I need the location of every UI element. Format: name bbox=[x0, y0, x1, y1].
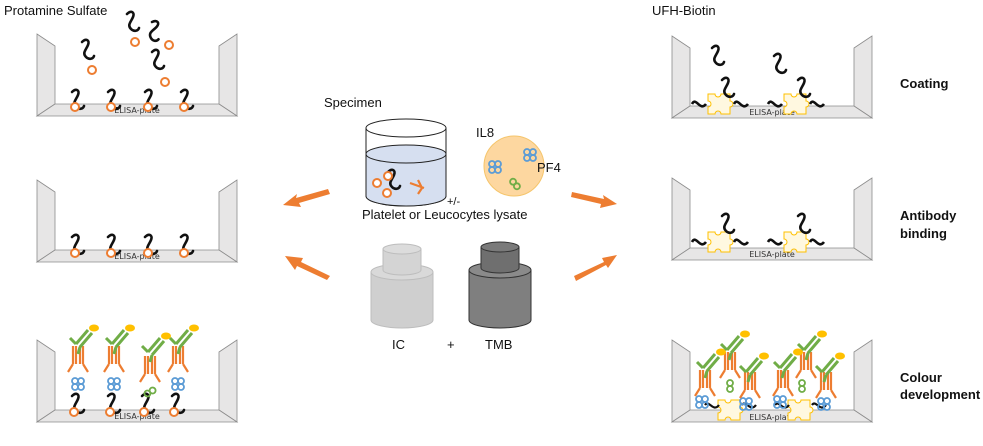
plate-label: ELISA-plate bbox=[749, 108, 795, 117]
tmb-bottle bbox=[468, 241, 532, 329]
antibody-binding-complex bbox=[690, 212, 826, 253]
step-coating: Coating bbox=[900, 76, 948, 91]
specimen-label: Specimen bbox=[324, 95, 382, 110]
tmb-label: TMB bbox=[485, 337, 512, 352]
step-colour-line1: Colour bbox=[900, 370, 942, 385]
ic-bottle bbox=[370, 243, 434, 329]
free-heparin-chains bbox=[80, 10, 174, 87]
pf4-label: PF4 bbox=[537, 160, 561, 175]
right-panel-title: UFH-Biotin bbox=[652, 3, 716, 18]
plus-label: + bbox=[447, 337, 455, 352]
left-plate-3: ELISA-plate bbox=[36, 339, 238, 423]
left-immunocomplexes bbox=[66, 323, 201, 417]
lysate-label: Platelet or Leucocytes lysate bbox=[362, 207, 527, 222]
right-plate-1: ELISA-plate bbox=[671, 35, 873, 119]
specimen-beaker bbox=[365, 118, 447, 207]
plate-label: ELISA-plate bbox=[749, 413, 795, 422]
plate-label: ELISA-plate bbox=[114, 106, 160, 115]
step-colour-line2: development bbox=[900, 387, 981, 402]
ic-label: IC bbox=[392, 337, 405, 352]
left-plate-1: ELISA-plate bbox=[36, 33, 238, 117]
il8-label: IL8 bbox=[476, 125, 494, 140]
left-panel-title: Protamine Sulfate bbox=[4, 3, 107, 18]
right-plate-2: ELISA-plate bbox=[671, 177, 873, 261]
plate-label: ELISA-plate bbox=[749, 250, 795, 259]
arrow-right-upper bbox=[571, 192, 617, 208]
right-immunocomplexes bbox=[693, 329, 847, 421]
step-antibody-line2: binding bbox=[900, 226, 947, 241]
arrow-left-upper bbox=[283, 189, 330, 207]
arrow-right-lower bbox=[574, 255, 617, 281]
lysate-circle bbox=[483, 135, 545, 197]
plate-label: ELISA-plate bbox=[114, 252, 160, 261]
arrow-left-lower bbox=[285, 256, 330, 280]
plus-minus-label: +/- bbox=[447, 196, 460, 208]
plate-label: ELISA-plate bbox=[114, 412, 160, 421]
left-plate-2: ELISA-plate bbox=[36, 179, 238, 263]
step-antibody-line1: Antibody bbox=[900, 208, 957, 223]
right-plate-3: ELISA-plate bbox=[671, 339, 873, 423]
ufh-biotin-coating bbox=[690, 44, 826, 115]
